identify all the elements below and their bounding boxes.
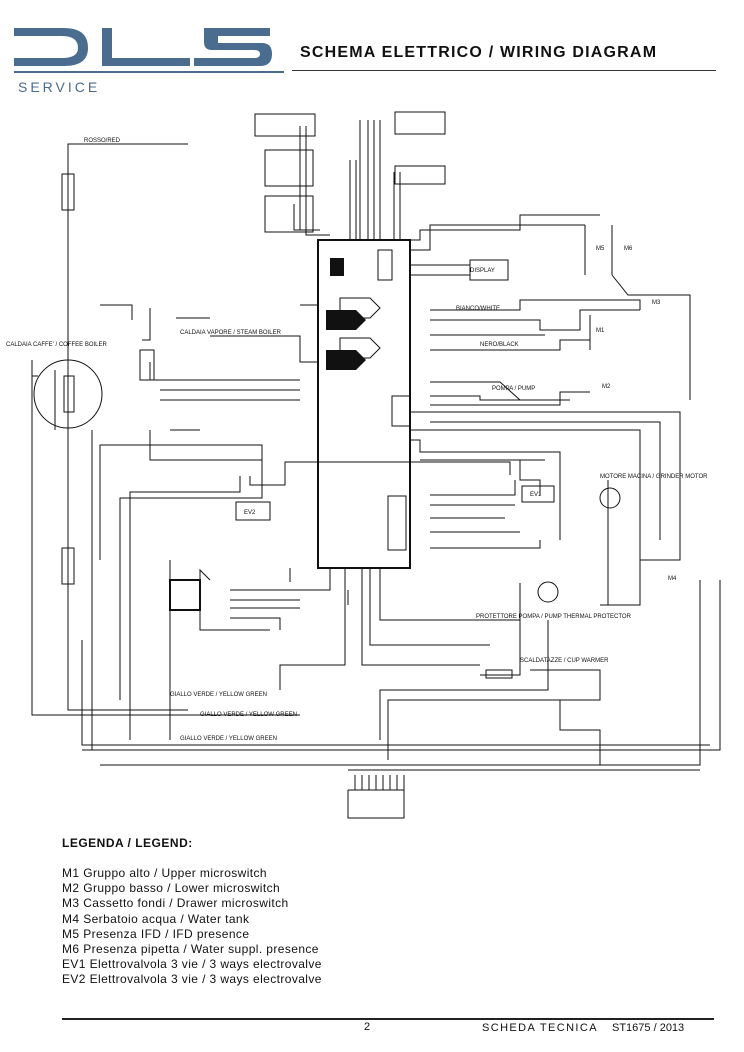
label-m1: M1: [596, 328, 605, 334]
label-ev2: EV2: [244, 510, 256, 516]
coffee-boiler-symbol: [33, 359, 103, 429]
dls-service-logo: SERVICE: [14, 20, 284, 100]
label-ground-2: GIALLO VERDE / YELLOW GREEN: [200, 712, 297, 718]
page-number: 2: [364, 1021, 371, 1033]
label-m4: M4: [668, 576, 677, 582]
logo-service-text: SERVICE: [18, 79, 100, 95]
legend-item: M2 Gruppo basso / Lower microswitch: [62, 881, 281, 896]
dls-logo-mark: SERVICE: [14, 28, 284, 95]
label-red-top: ROSSO/RED: [84, 138, 121, 144]
label-coffee-boiler: CALDAIA CAFFE' / COFFEE BOILER: [6, 342, 108, 348]
power-socket-symbol: [169, 579, 201, 611]
pump-symbol: [537, 581, 559, 603]
label-ev1: EV1: [530, 492, 542, 498]
reed-sensor-block: [394, 165, 446, 185]
legend-list: M1 Gruppo alto / Upper microswitch M2 Gr…: [62, 866, 322, 988]
steam-temp-sensor-block: [264, 195, 314, 233]
flowmeter-block: [394, 111, 446, 135]
label-pump: POMPA / PUMP: [492, 386, 535, 392]
legend-item: M6 Presenza pipetta / Water suppl. prese…: [62, 942, 319, 957]
cialde-sensor-block: [254, 113, 316, 137]
wiring-diagram: POMPA / PUMP PROTETTORE POMPA / PUMP THE…: [6, 111, 721, 819]
control-board: [317, 239, 411, 569]
label-pump-protector: PROTETTORE POMPA / PUMP THERMAL PROTECTO…: [476, 614, 632, 620]
ev2-block: [235, 501, 271, 521]
coffee-temp-sensor-block: [264, 149, 314, 187]
wire-network: [31, 120, 721, 819]
label-black: NERO/BLACK: [480, 342, 519, 348]
legend-item: M1 Gruppo alto / Upper microswitch: [62, 866, 268, 880]
label-m3: M3: [652, 300, 661, 306]
logo-letter-s: [194, 28, 272, 66]
legend-title: LEGENDA / LEGEND:: [62, 836, 193, 850]
label-m2: M2: [602, 384, 611, 390]
label-display: DISPLAY: [470, 268, 495, 274]
label-m6: M6: [624, 246, 633, 252]
label-ground-1: GIALLO VERDE / YELLOW GREEN: [180, 736, 277, 742]
page-title: SCHEMA ELETTRICO / WIRING DIAGRAM: [300, 44, 658, 61]
tco-fuse-top: [61, 173, 75, 211]
ev1-block: [521, 485, 555, 503]
title-divider: [292, 70, 716, 71]
document-type: SCHEDA TECNICA: [482, 1022, 598, 1034]
logo-letter-l: [102, 28, 190, 66]
legend-item: EV2 Elettrovalvola 3 vie / 3 ways electr…: [62, 972, 322, 987]
grinder-motor-symbol: [599, 487, 621, 509]
cup-warmer-symbol: [485, 669, 513, 679]
label-steam-boiler: CALDAIA VAPORE / STEAM BOILER: [180, 330, 282, 336]
footer-divider: [62, 1018, 714, 1020]
tco-fuse-bottom: [61, 547, 75, 585]
logo-letter-d: [14, 28, 88, 66]
label-m5: M5: [596, 246, 605, 252]
legend-item: M4 Serbatoio acqua / Water tank: [62, 911, 250, 926]
legend-item: M5 Presenza IFD / IFD presence: [62, 926, 250, 941]
label-cup-warmer: SCALDATAZZE / CUP WARMER: [520, 658, 609, 664]
legend-item: M3 Cassetto fondi / Drawer microswitch: [62, 896, 289, 911]
document-code: ST1675 / 2013: [612, 1022, 685, 1034]
label-grinder: MOTORE MACINA / GRINDER MOTOR: [600, 474, 708, 480]
label-ground-3: GIALLO VERDE / YELLOW GREEN: [170, 692, 267, 698]
board-relays: [326, 249, 411, 551]
coffee-boiler-element: [63, 375, 75, 413]
display-block: [469, 259, 509, 281]
label-white-1: BIANCO/WHITE: [456, 306, 500, 312]
steam-boiler-symbol: [139, 349, 155, 381]
legend-item: EV1 Elettrovalvola 3 vie / 3 ways electr…: [62, 957, 322, 972]
diagram-labels: POMPA / PUMP PROTETTORE POMPA / PUMP THE…: [6, 138, 708, 742]
